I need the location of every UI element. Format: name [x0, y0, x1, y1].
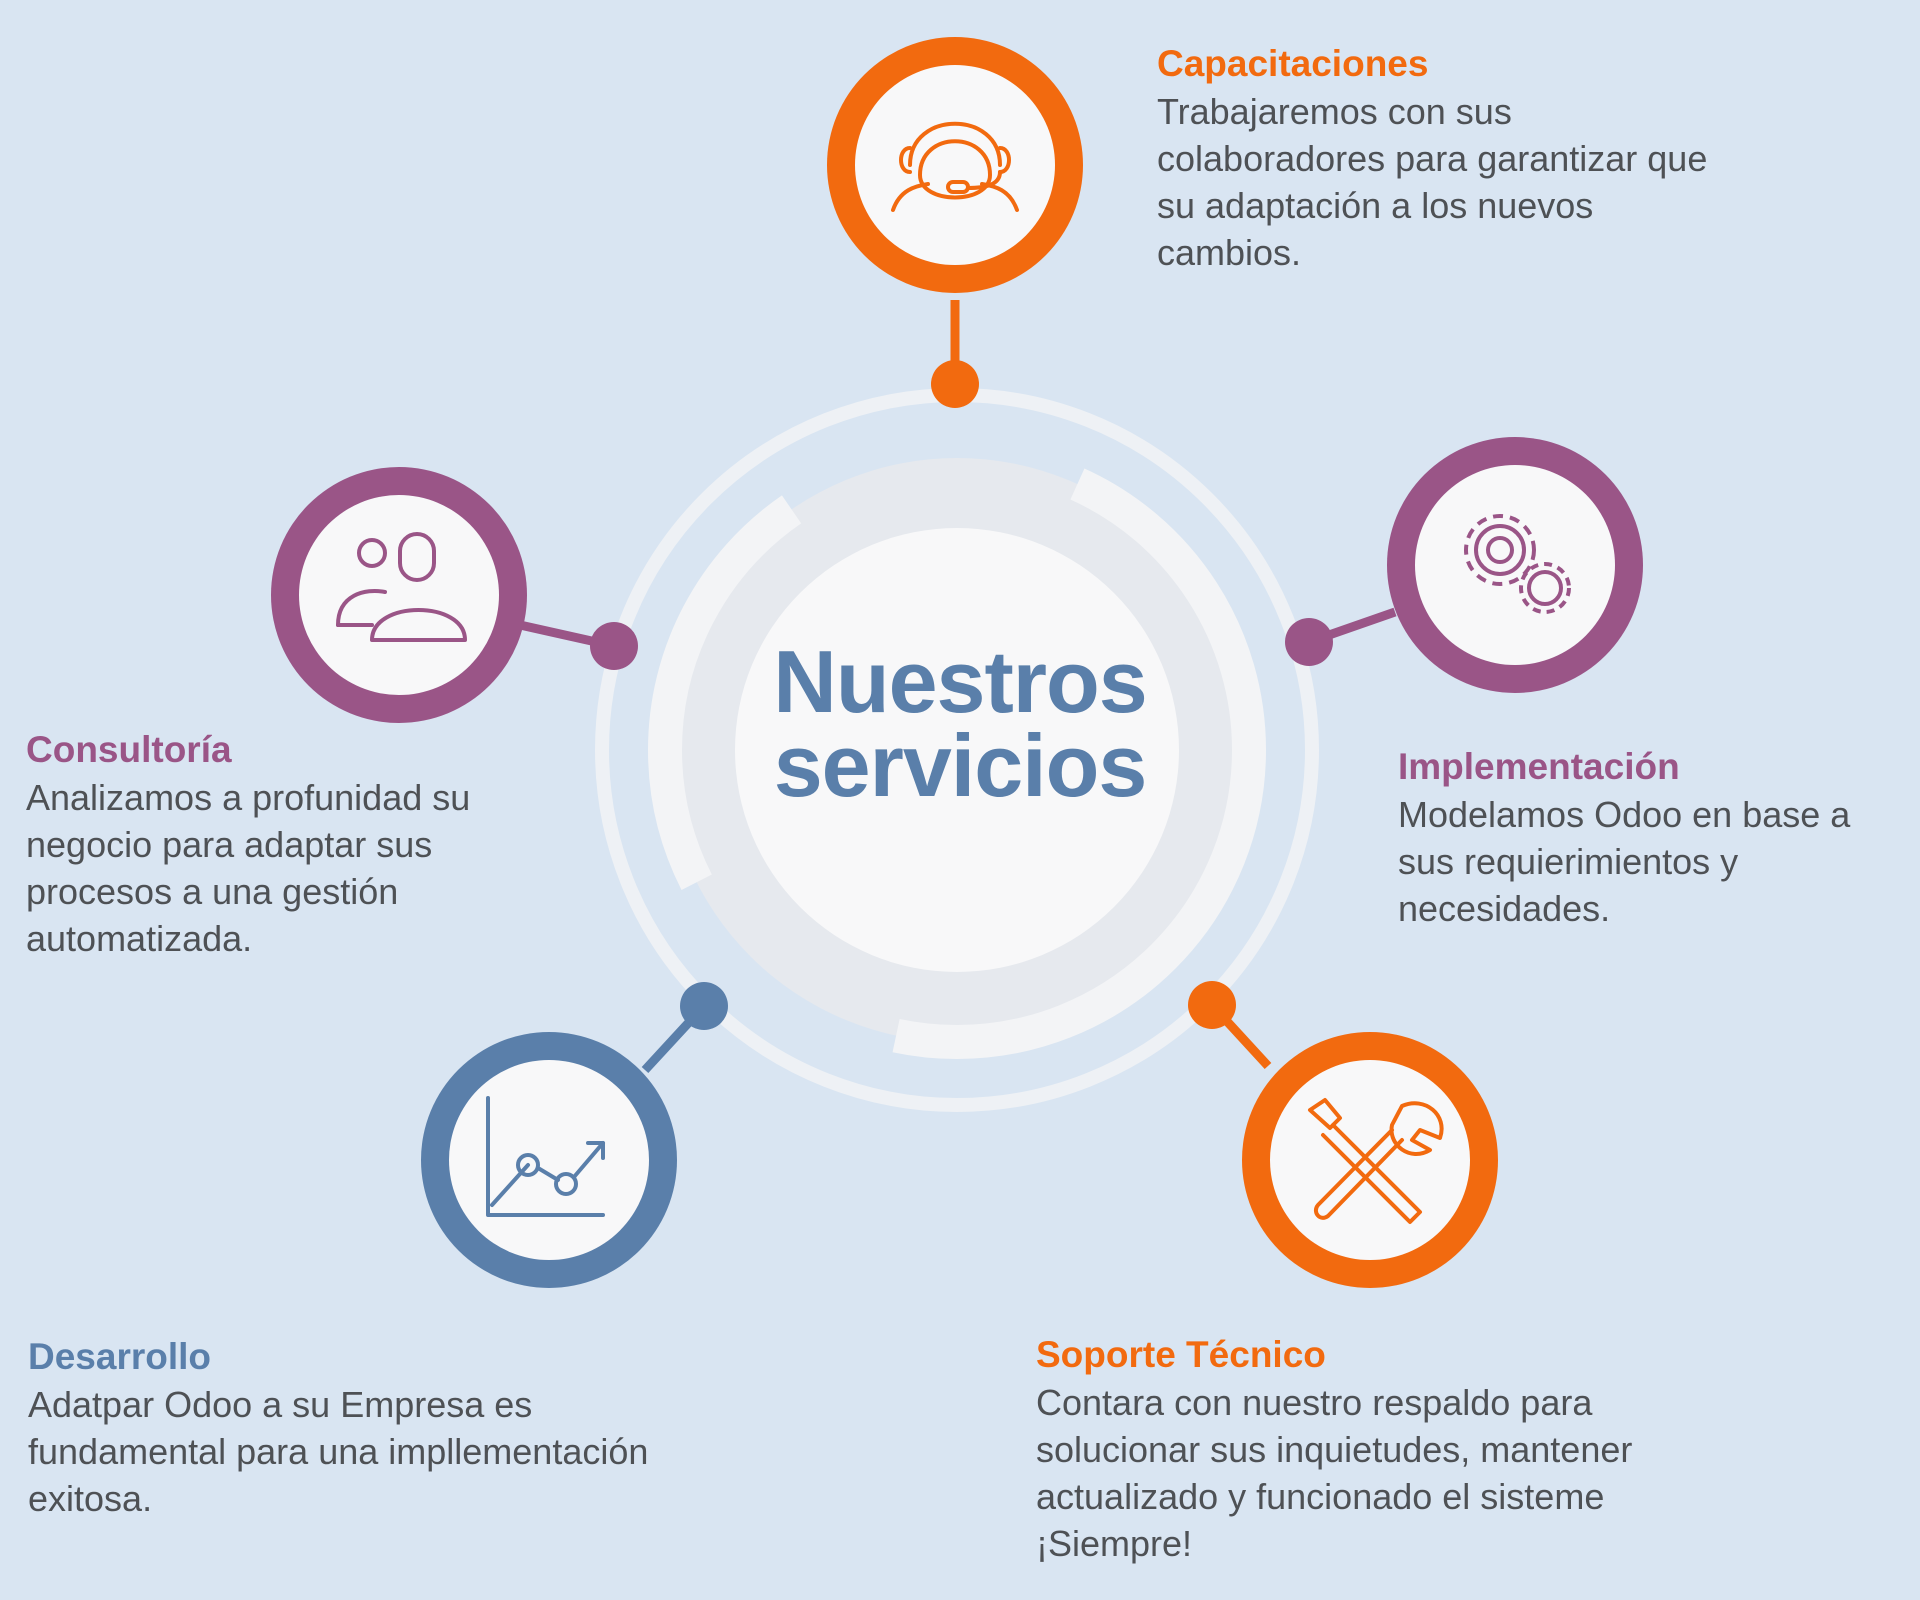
center-title-line2: servicios	[773, 716, 1148, 815]
gears-icon	[1464, 514, 1571, 614]
description-line: Adatpar Odoo a su Empresa es	[28, 1384, 533, 1425]
description-line: exitosa.	[28, 1478, 153, 1519]
description-line: sus requierimientos y	[1398, 841, 1739, 882]
service-description: Analizamos a profunidad su negocio para …	[26, 774, 586, 962]
description-line: Contara con nuestro respaldo para	[1036, 1382, 1593, 1423]
service-title: Implementación	[1398, 746, 1680, 787]
description-line: Trabajaremos con sus	[1157, 91, 1512, 132]
badge-face	[1415, 465, 1615, 665]
service-consultoria: Consultoría Analizamos a profunidad su n…	[26, 726, 586, 962]
badge-soporte	[1242, 1032, 1498, 1288]
badge-capacitaciones	[827, 37, 1083, 293]
connectors	[519, 300, 1397, 1074]
description-line: procesos a una gestión	[26, 871, 399, 912]
service-soporte: Soporte Técnico Contara con nuestro resp…	[1036, 1331, 1756, 1567]
badge-face	[299, 495, 499, 695]
service-implementacion: Implementación Modelamos Odoo en base a …	[1398, 743, 1918, 932]
connector-dot-consultoria	[590, 622, 638, 670]
service-title: Consultoría	[26, 729, 232, 770]
badge-face	[449, 1060, 649, 1260]
description-line: automatizada.	[26, 918, 253, 959]
description-line: solucionar sus inquietudes, mantener	[1036, 1429, 1633, 1470]
badge-face	[855, 65, 1055, 265]
service-description: Modelamos Odoo en base a sus requierimie…	[1398, 791, 1918, 932]
center-rings	[595, 388, 1319, 1112]
service-capacitaciones: Capacitaciones Trabajaremos con sus cola…	[1157, 40, 1757, 276]
badge-consultoria	[271, 467, 527, 723]
service-description: Adatpar Odoo a su Empresa es fundamental…	[28, 1381, 748, 1522]
description-line: negocio para adaptar sus	[26, 824, 433, 865]
growth-chart-icon	[486, 1096, 605, 1217]
service-description: Trabajaremos con sus colaboradores para …	[1157, 88, 1757, 276]
description-line: colaboradores para garantizar que	[1157, 138, 1708, 179]
connector-dot-soporte	[1188, 981, 1236, 1029]
badge-desarrollo	[421, 1032, 677, 1288]
service-description: Contara con nuestro respaldo para soluci…	[1036, 1379, 1756, 1567]
middle-ring-sweep	[648, 441, 1266, 1059]
headset-support-icon	[891, 121, 1019, 212]
center-title: Nuestros servicios	[700, 632, 1220, 815]
tools-icon	[1308, 1098, 1444, 1224]
connector-dot-desarrollo	[680, 982, 728, 1030]
description-line: necesidades.	[1398, 888, 1611, 929]
service-title: Desarrollo	[28, 1336, 212, 1377]
center-title-line1: Nuestros	[773, 632, 1147, 731]
connector-dot-capacitaciones	[931, 360, 979, 408]
badge-implementacion	[1387, 437, 1643, 693]
users-group-icon	[336, 532, 467, 642]
description-line: fundamental para una impllementación	[28, 1431, 649, 1472]
description-line: su adaptación a los nuevos	[1157, 185, 1594, 226]
inner-disc	[735, 528, 1179, 972]
description-line: ¡Siempre!	[1036, 1523, 1193, 1564]
connector-dot-implementacion	[1285, 618, 1333, 666]
service-title: Capacitaciones	[1157, 43, 1429, 84]
service-title: Soporte Técnico	[1036, 1334, 1326, 1375]
description-line: cambios.	[1157, 232, 1302, 273]
description-line: Analizamos a profunidad su	[26, 777, 471, 818]
service-desarrollo: Desarrollo Adatpar Odoo a su Empresa es …	[28, 1333, 748, 1522]
description-line: Modelamos Odoo en base a	[1398, 794, 1851, 835]
description-line: actualizado y funcionado el sisteme	[1036, 1476, 1605, 1517]
